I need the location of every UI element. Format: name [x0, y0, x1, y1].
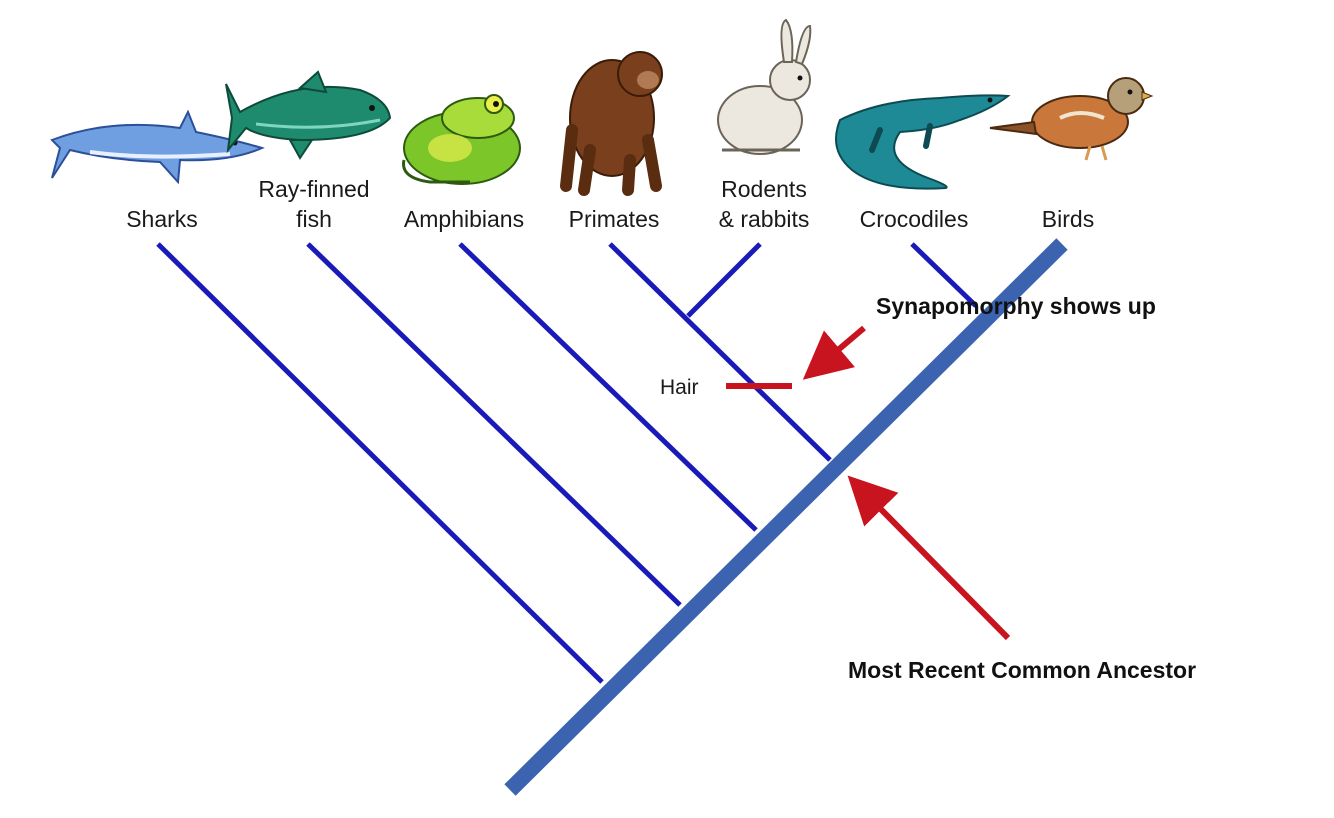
- branch-sharks: [156, 242, 604, 684]
- synapomorphy-label: Synapomorphy shows up: [876, 293, 1156, 319]
- taxon-label-amphibians: Amphibians: [404, 206, 524, 232]
- branch-ray-finned-fish: [306, 242, 682, 607]
- trait-label-hair: Hair: [660, 376, 699, 399]
- mrca-label: Most Recent Common Ancestor: [848, 657, 1196, 683]
- taxon-label-ray-finned-line2: fish: [296, 206, 332, 232]
- crocodile-icon: [835, 94, 1011, 190]
- fish-icon: [225, 70, 392, 160]
- bird-icon: [989, 77, 1154, 161]
- taxon-label-crocodiles: Crocodiles: [860, 206, 969, 232]
- rabbit-icon: [717, 18, 812, 155]
- branch-rodents-rabbits: [686, 242, 762, 318]
- synapomorphy-arrow: [802, 325, 866, 380]
- taxon-label-primates: Primates: [569, 206, 660, 232]
- taxon-label-rodents-line1: Rodents: [721, 176, 807, 202]
- primate-icon: [560, 51, 663, 196]
- branch-crocodiles: [910, 242, 978, 308]
- main-trunk: [504, 238, 1068, 796]
- taxon-label-sharks: Sharks: [126, 206, 198, 232]
- branch-primates: [608, 242, 832, 462]
- taxon-label-rodents-line2: & rabbits: [719, 206, 810, 232]
- taxon-label-birds: Birds: [1042, 206, 1094, 232]
- taxon-label-ray-finned-line1: Ray-finned: [258, 176, 369, 202]
- branch-amphibians: [458, 242, 758, 532]
- mrca-arrow: [847, 475, 1011, 641]
- frog-icon: [402, 94, 521, 185]
